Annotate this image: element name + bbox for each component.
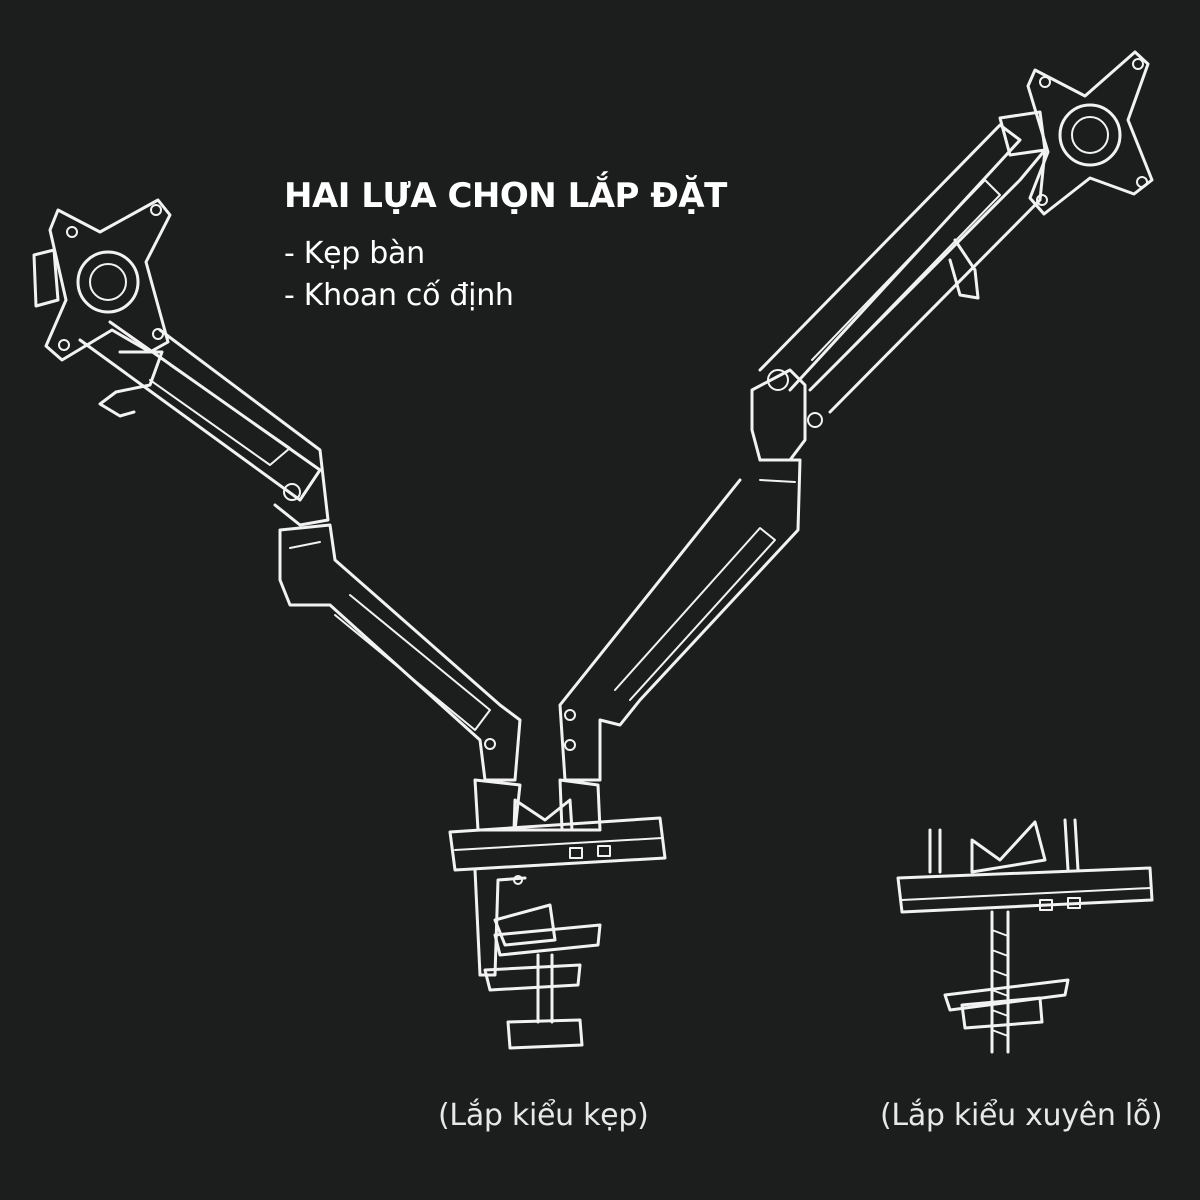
grommet-mount xyxy=(896,818,1154,1054)
right-vesa-plate xyxy=(998,50,1154,216)
heading: HAI LỰA CHỌN LẮP ĐẶT xyxy=(284,176,727,216)
left-vesa-plate xyxy=(32,198,172,362)
clamp-base xyxy=(448,778,667,1050)
caption-clamp: (Lắp kiểu kẹp) xyxy=(438,1098,649,1133)
left-upper-arm xyxy=(78,320,330,527)
right-upper-arm xyxy=(750,123,1047,462)
option-grommet: - Khoan cố định xyxy=(284,278,514,313)
right-lower-arm xyxy=(558,458,802,782)
caption-grommet: (Lắp kiểu xuyên lỗ) xyxy=(880,1098,1163,1133)
left-lower-arm xyxy=(278,523,522,782)
option-clamp: - Kẹp bàn xyxy=(284,236,425,271)
